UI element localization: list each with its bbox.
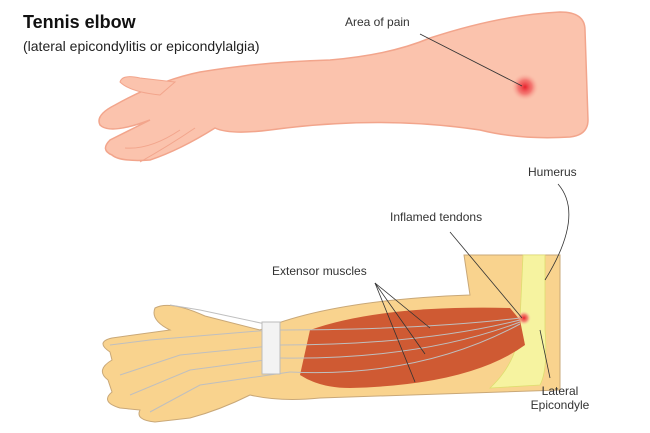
wrist-retinaculum bbox=[261, 321, 281, 375]
label-humerus: Humerus bbox=[528, 165, 577, 179]
arm-anatomy-view bbox=[101, 183, 570, 423]
label-area-of-pain: Area of pain bbox=[345, 15, 410, 29]
label-inflamed-tendons: Inflamed tendons bbox=[390, 210, 483, 224]
page-title: Tennis elbow bbox=[23, 12, 136, 32]
tendons bbox=[109, 304, 521, 413]
pain-spot bbox=[511, 73, 539, 101]
area-of-pain-pointer bbox=[419, 33, 523, 87]
extensor-muscles bbox=[300, 307, 525, 388]
label-lateral-epicondyle: Lateral Epicondyle bbox=[525, 384, 595, 412]
inflamed-tendon-spot bbox=[517, 311, 531, 325]
label-extensor-muscles: Extensor muscles bbox=[272, 264, 367, 278]
label-lateral-epicondyle-line2: Epicondyle bbox=[530, 398, 590, 412]
arm-skin-view bbox=[98, 11, 589, 163]
pointer-lines bbox=[374, 183, 570, 383]
label-lateral-epicondyle-line1: Lateral bbox=[541, 384, 579, 398]
page-subtitle: (lateral epicondylitis or epicondylalgia… bbox=[23, 38, 260, 54]
